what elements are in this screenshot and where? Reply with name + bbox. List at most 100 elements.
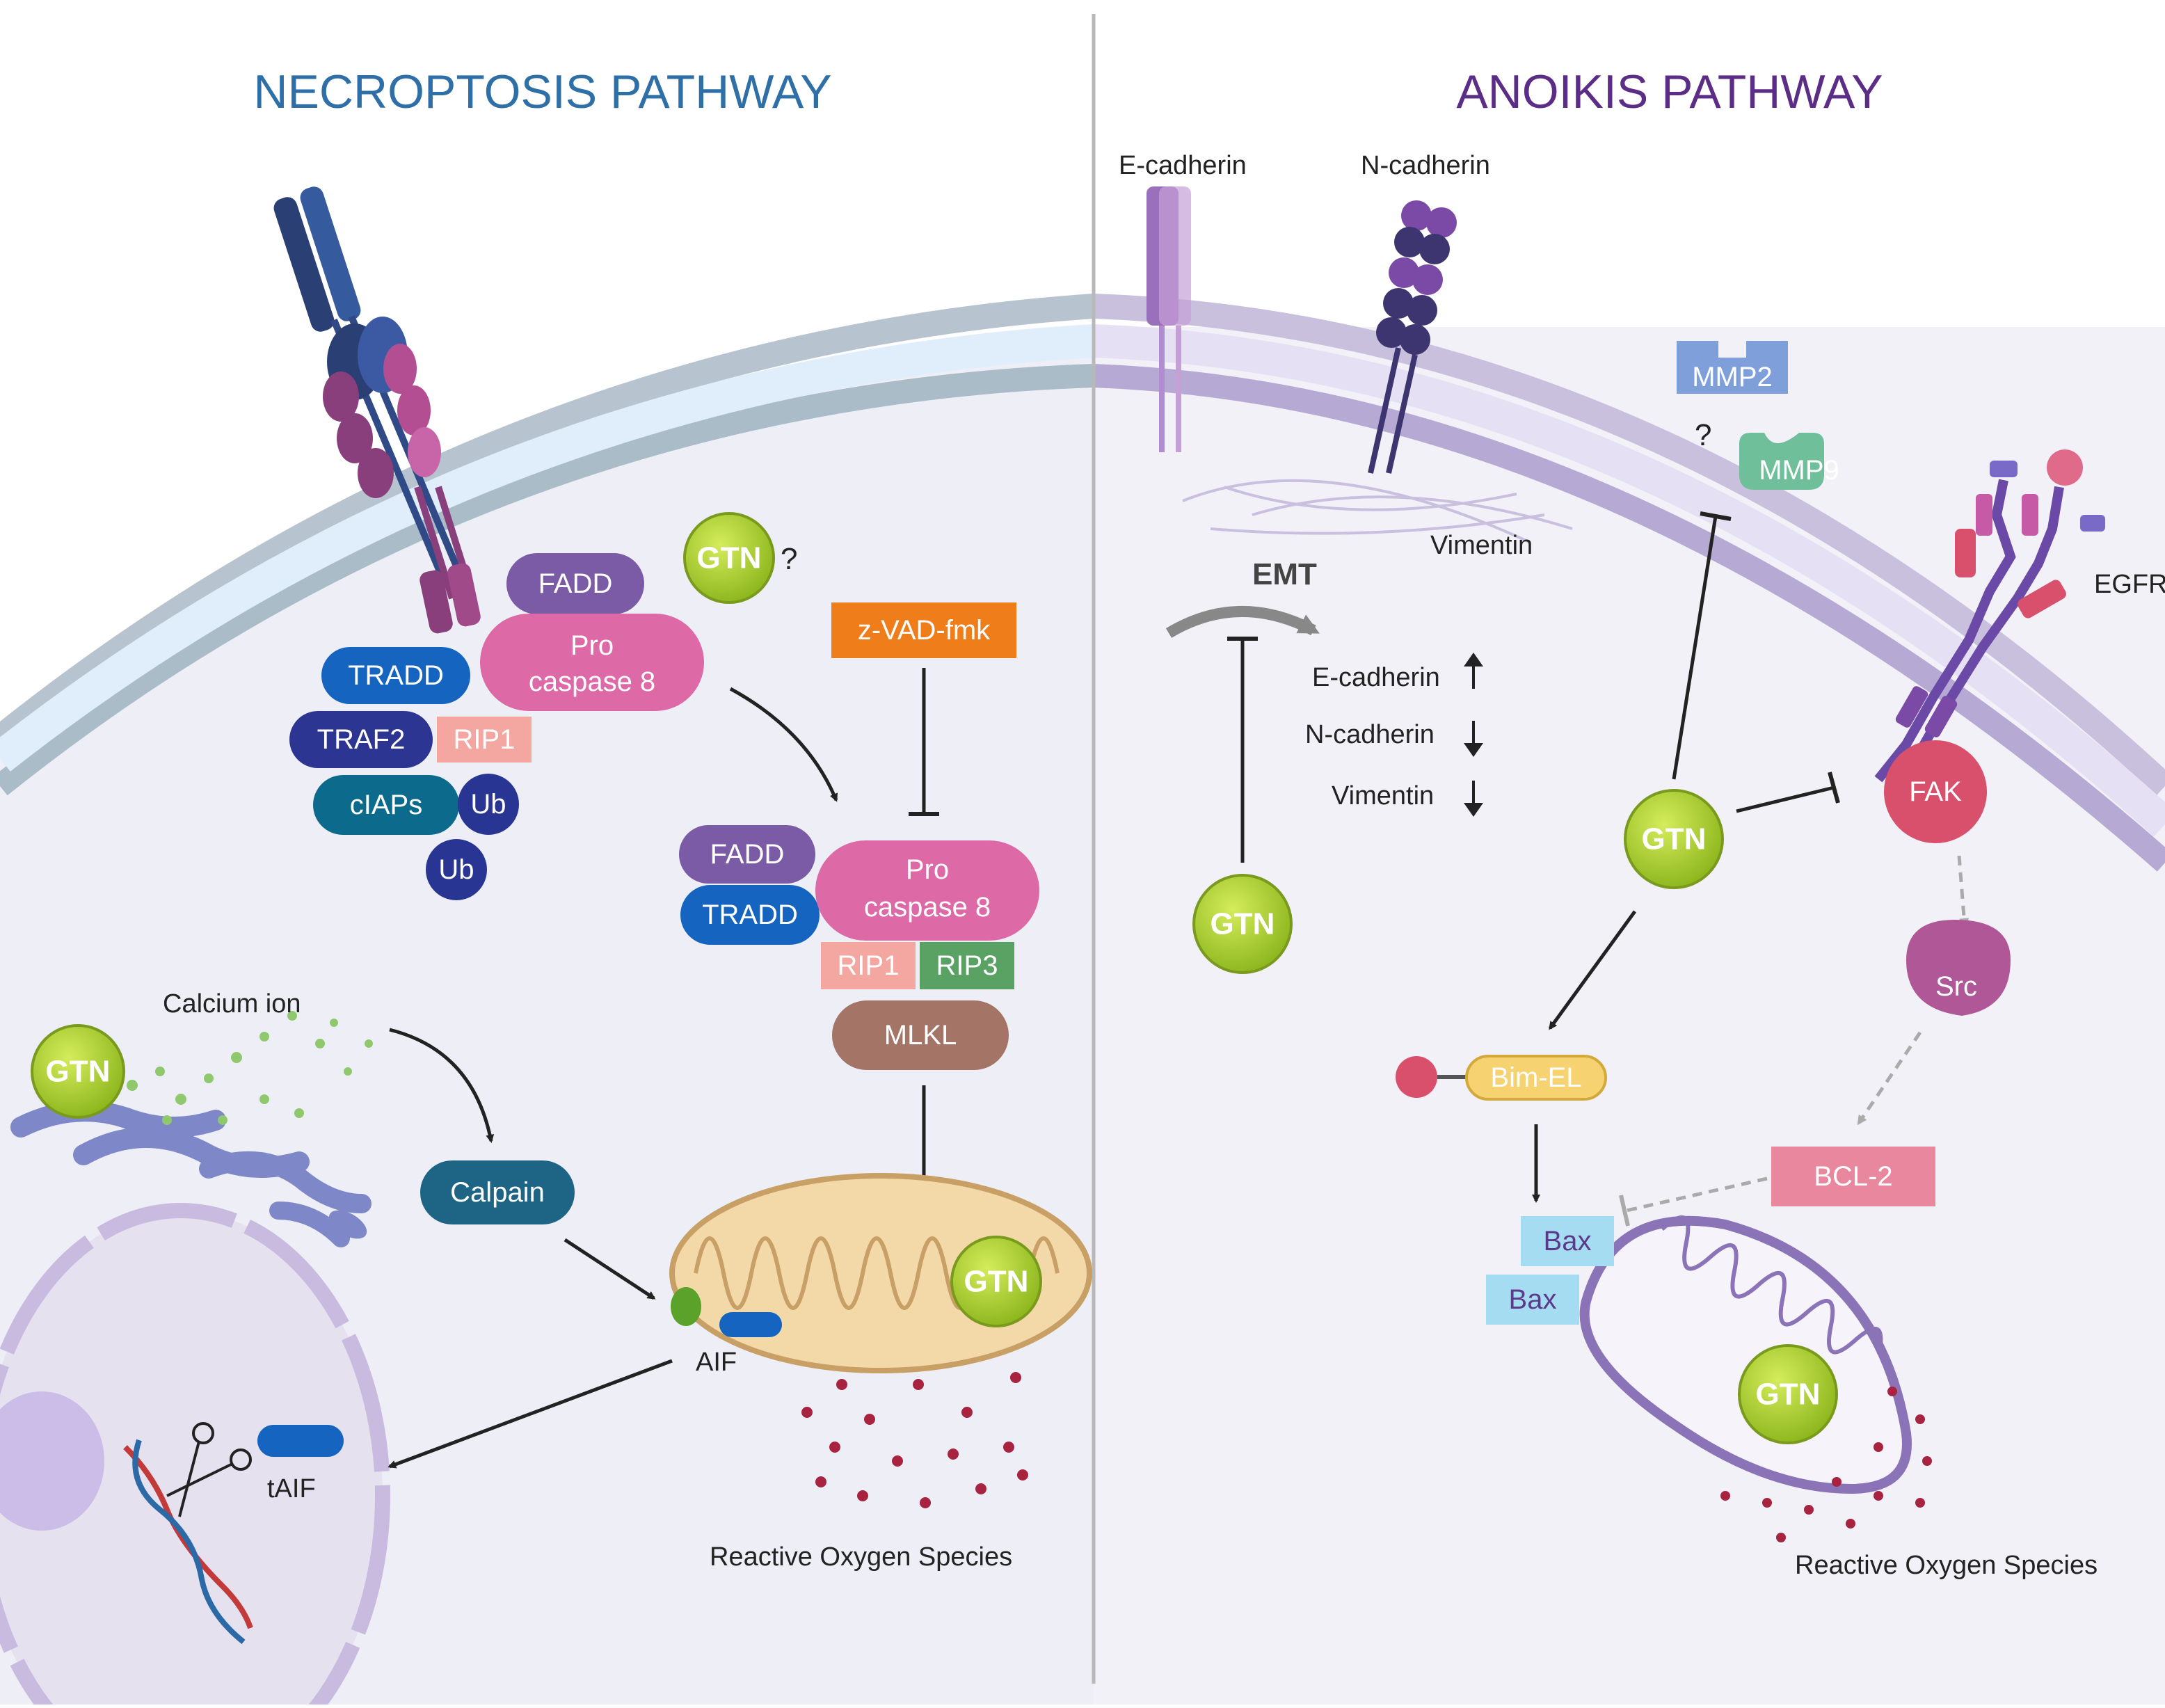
down-arrow-icon	[1464, 781, 1483, 817]
gtn-emt-inhibition	[1227, 637, 1258, 863]
svg-text:MMP2: MMP2	[1692, 362, 1773, 392]
svg-text:GTN: GTN	[697, 541, 762, 575]
src: Src	[1906, 920, 2011, 1016]
rip3: RIP3	[920, 942, 1014, 989]
nucleus	[0, 1203, 390, 1708]
egfr-receptor	[1874, 449, 2105, 790]
ros-label-left: Reactive Oxygen Species	[710, 1542, 1012, 1572]
gtn-question-mark: ?	[781, 542, 797, 576]
gtn-mitochondrion-left: GTN	[950, 1236, 1042, 1327]
calcium-ion-label: Calcium ion	[163, 989, 301, 1019]
tnf-receptor	[273, 186, 481, 634]
procaspase8-top: Pro caspase 8	[480, 614, 704, 711]
svg-text:Pro: Pro	[570, 630, 614, 661]
membrane-left	[0, 294, 1095, 796]
e-cadherin-protein	[1147, 186, 1191, 452]
ros-label-right: Reactive Oxygen Species	[1795, 1551, 2098, 1580]
mmp9: MMP9	[1739, 433, 1839, 490]
arrow-disc-to-necrosome	[729, 687, 838, 802]
svg-text:GTN: GTN	[964, 1265, 1029, 1299]
svg-text:FAK: FAK	[1909, 776, 1962, 807]
vimentin-label: Vimentin	[1430, 531, 1533, 560]
svg-text:TRADD: TRADD	[348, 660, 444, 691]
fak: FAK	[1884, 740, 1987, 843]
down-arrow-icon	[1464, 721, 1483, 757]
n-cadherin-change: N-cadherin	[1305, 720, 1435, 749]
right-panel-background	[1094, 327, 2165, 1705]
svg-text:caspase 8: caspase 8	[864, 892, 991, 923]
ciaps: cIAPs	[313, 775, 459, 835]
svg-text:RIP1: RIP1	[838, 950, 900, 981]
ros-dots-left	[801, 1372, 1028, 1508]
tradd-top: TRADD	[321, 647, 470, 704]
aif-protein	[671, 1287, 782, 1337]
vimentin-filaments	[1182, 479, 1573, 544]
fadd-top: FADD	[506, 553, 644, 614]
gtn-fak-inhibition	[1736, 772, 1840, 813]
gtn-mitochondrion-right: GTN	[1738, 1344, 1838, 1444]
svg-text:RIP3: RIP3	[936, 950, 998, 981]
arrow-fak-to-src	[1957, 855, 1970, 928]
calpain: Calpain	[420, 1160, 575, 1224]
endoplasmic-reticulum	[10, 1101, 372, 1247]
svg-text:GTN: GTN	[1642, 822, 1707, 856]
taif-label: tAIF	[267, 1474, 316, 1503]
arrow-calcium-to-calpain	[389, 1028, 495, 1143]
e-cadherin-change: E-cadherin	[1312, 663, 1440, 692]
svg-text:GTN: GTN	[1756, 1378, 1821, 1412]
svg-text:FADD: FADD	[710, 839, 785, 870]
arrow-calpain-to-aif	[564, 1238, 656, 1300]
svg-text:TRAF2: TRAF2	[317, 724, 406, 755]
mmp2: MMP2	[1677, 341, 1788, 394]
svg-text:Calpain: Calpain	[450, 1177, 545, 1208]
gtn-emt: GTN	[1192, 874, 1293, 974]
bcl-2: BCL-2	[1771, 1147, 1935, 1206]
bim-el: Bim-EL	[1396, 1055, 1607, 1101]
svg-text:Ub: Ub	[470, 789, 506, 820]
zvad-inhibition	[909, 668, 939, 816]
svg-text:Src: Src	[1935, 971, 1977, 1002]
bcl2-bax-inhibition	[1619, 1176, 1768, 1227]
gtn-er: GTN	[31, 1024, 125, 1119]
gtn-membrane: GTN	[683, 512, 775, 604]
svg-text:FADD: FADD	[538, 568, 613, 599]
ros-dots-right	[1720, 1387, 1932, 1542]
svg-text:z-VAD-fmk: z-VAD-fmk	[858, 615, 991, 646]
arrow-gtn-to-bim	[1548, 910, 1637, 1030]
fadd-mid: FADD	[679, 825, 815, 884]
arrow-src-to-bcl2	[1857, 1031, 1922, 1126]
svg-text:Bim-EL: Bim-EL	[1490, 1062, 1581, 1093]
necroptosis-title: NECROPTOSIS PATHWAY	[253, 65, 831, 118]
up-arrow-icon	[1464, 653, 1483, 689]
gtn-mmp-inhibition	[1672, 511, 1732, 780]
vimentin-change: Vimentin	[1332, 781, 1434, 811]
gtn-center: GTN	[1624, 789, 1724, 889]
svg-text:Ub: Ub	[438, 854, 474, 885]
svg-text:Pro: Pro	[906, 854, 949, 885]
n-cadherin-protein	[1368, 200, 1457, 474]
dna-strand	[123, 1439, 253, 1645]
calcium-ions	[127, 1011, 373, 1125]
traf2: TRAF2	[289, 711, 433, 768]
svg-text:RIP1: RIP1	[454, 724, 516, 755]
egfr-label: EGFR	[2094, 570, 2165, 599]
svg-text:MMP9: MMP9	[1759, 455, 1839, 486]
n-cadherin-label: N-cadherin	[1361, 151, 1490, 180]
svg-text:GTN: GTN	[1211, 907, 1275, 941]
zvad-fmk: z-VAD-fmk	[831, 602, 1016, 658]
membrane-right	[1093, 294, 2165, 872]
svg-text:cIAPs: cIAPs	[350, 790, 422, 820]
svg-text:caspase 8: caspase 8	[529, 667, 655, 697]
svg-text:Bax: Bax	[1544, 1226, 1592, 1256]
emt-label: EMT	[1252, 557, 1317, 591]
ub-2: Ub	[426, 839, 487, 900]
svg-text:Bax: Bax	[1509, 1284, 1557, 1315]
rip1-mid: RIP1	[821, 942, 916, 989]
svg-text:BCL-2: BCL-2	[1814, 1161, 1892, 1192]
bax-2: Bax	[1486, 1275, 1579, 1325]
procaspase8-mid: Pro caspase 8	[815, 840, 1039, 941]
aif-label: AIF	[696, 1348, 737, 1377]
rip1-top: RIP1	[437, 717, 532, 763]
mmp-question-mark: ?	[1695, 418, 1711, 452]
